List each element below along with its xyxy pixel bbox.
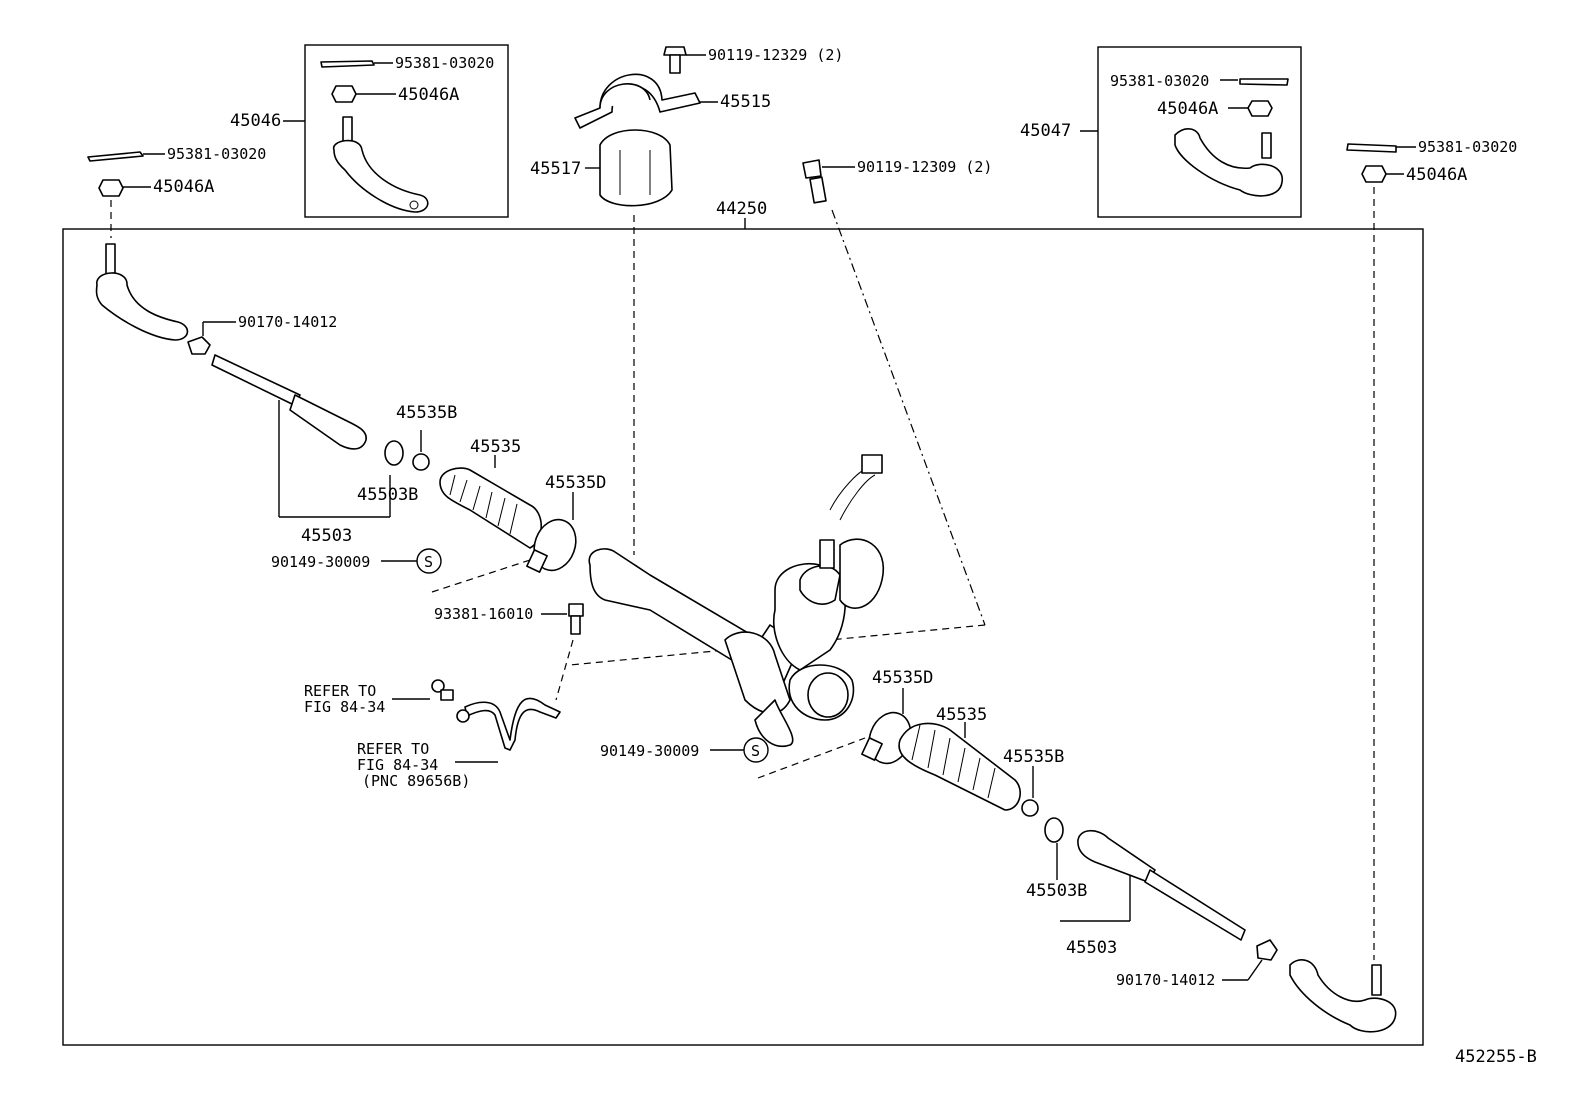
label-45503b-right: 45503B <box>1026 881 1087 901</box>
label-45046a-box-right: 45046A <box>1157 99 1218 119</box>
inner-tie-rod-left <box>211 354 367 450</box>
label-45515: 45515 <box>720 92 771 112</box>
label-45503b-left: 45503B <box>357 485 418 505</box>
boot-clip-left <box>412 453 430 471</box>
castle-nut-icon <box>1361 165 1387 183</box>
label-45047: 45047 <box>1020 121 1071 141</box>
label-refer2-line2: FIG 84-34 <box>357 756 438 774</box>
label-45046a-top-left: 45046A <box>153 177 214 197</box>
label-45535d-right: 45535D <box>872 668 933 688</box>
label-90170-left: 90170-14012 <box>238 313 337 331</box>
label-45046a-box-left: 45046A <box>398 85 459 105</box>
label-refer1-line2: FIG 84-34 <box>304 698 385 716</box>
boot-clip-right <box>1021 799 1039 817</box>
inner-tie-rod-right <box>1077 829 1246 941</box>
tie-rod-end-right <box>1289 959 1397 1033</box>
rack-boot-right <box>898 722 1021 811</box>
label-45535d-left: 45535D <box>545 473 606 493</box>
label-95381-box-right: 95381-03020 <box>1110 72 1209 90</box>
figure-id: 452255-B <box>1455 1047 1537 1067</box>
screw-93381 <box>568 603 584 635</box>
lock-nut-right <box>1256 939 1278 961</box>
label-90119-12329: 90119-12329 (2) <box>708 46 843 64</box>
bolt-90119-12329 <box>663 46 687 74</box>
label-45535b-left: 45535B <box>396 403 457 423</box>
label-refer2-line1: REFER TO <box>357 740 429 758</box>
label-95381-top-right: 95381-03020 <box>1418 138 1517 156</box>
label-refer1-line1: REFER TO <box>304 682 376 700</box>
castle-nut-icon <box>98 179 124 197</box>
label-90170-right: 90170-14012 <box>1116 971 1215 989</box>
label-45503-left: 45503 <box>301 526 352 546</box>
label-45503-right: 45503 <box>1066 938 1117 958</box>
label-95381-top-left: 95381-03020 <box>167 145 266 163</box>
label-95381-box-left: 95381-03020 <box>395 54 494 72</box>
tie-rod-end-left-inset <box>333 116 429 213</box>
label-90119-12309: 90119-12309 (2) <box>857 158 992 176</box>
label-refer2-line3: (PNC 89656B) <box>362 772 470 790</box>
label-45517: 45517 <box>530 159 581 179</box>
tie-rod-end-right-inset <box>1174 128 1283 197</box>
label-90149-left: 90149-30009 <box>271 553 370 571</box>
label-45535b-right: 45535B <box>1003 747 1064 767</box>
label-45046: 45046 <box>230 111 281 131</box>
grease-s-right: S <box>751 742 760 760</box>
cotter-pin-icon <box>1346 143 1397 153</box>
rack-housing <box>588 454 885 747</box>
label-44250: 44250 <box>716 199 767 219</box>
label-93381: 93381-16010 <box>434 605 533 623</box>
grease-s-left: S <box>424 553 433 571</box>
assembly-frame-44250 <box>62 228 1424 1046</box>
cotter-pin-icon <box>1239 78 1289 86</box>
inset-box-45046 <box>304 44 509 218</box>
label-45535-left: 45535 <box>470 437 521 457</box>
label-45535-right: 45535 <box>936 705 987 725</box>
bracket-45515 <box>574 73 701 129</box>
claw-washer-right <box>1044 817 1064 843</box>
inset-box-45047 <box>1097 46 1302 218</box>
tie-rod-end-left <box>95 243 189 341</box>
label-45046a-top-right: 45046A <box>1406 165 1467 185</box>
bushing-45517 <box>599 129 673 207</box>
label-90149-right: 90149-30009 <box>600 742 699 760</box>
ground-wire <box>431 679 561 751</box>
cotter-pin-icon <box>320 60 375 68</box>
castle-nut-icon <box>1247 100 1273 117</box>
claw-washer-left <box>384 440 404 466</box>
rack-boot-left <box>439 467 543 549</box>
cotter-pin-icon <box>87 151 144 162</box>
bolt-90119-12309 <box>802 159 827 204</box>
castle-nut-icon <box>331 85 357 103</box>
lock-nut-left <box>187 336 211 355</box>
boot-band-left <box>526 518 577 573</box>
